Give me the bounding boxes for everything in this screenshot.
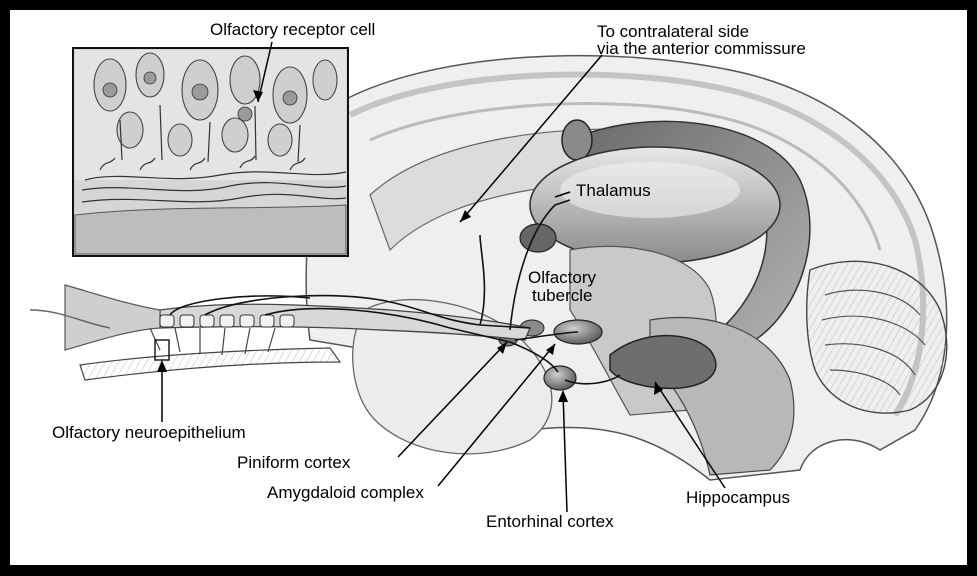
illustration-panel: Olfactory receptor cell To contralateral… [10,10,967,565]
label-olfactory-neuroepithelium: Olfactory neuroepithelium [52,424,246,442]
label-amygdaloid-complex: Amygdaloid complex [267,484,424,502]
cribriform-plate [160,315,294,327]
label-contralateral-line-2: via the anterior commissure [597,40,806,58]
label-hippocampus: Hippocampus [686,489,790,507]
label-entorhinal-cortex: Entorhinal cortex [486,513,614,531]
nasal-mucosa [80,348,340,380]
label-olfactory-tubercle-line-2: tubercle [532,287,592,305]
label-olfactory-receptor-cell: Olfactory receptor cell [210,21,375,39]
label-thalamus: Thalamus [576,182,651,200]
brain-illustration [10,10,967,565]
label-olfactory-tubercle-line-1: Olfactory [528,269,596,287]
label-piniform-cortex: Piniform cortex [237,454,350,472]
nasal-passage [65,285,160,350]
entorhinal-shape [544,366,576,390]
fornix-cross-section [562,120,592,160]
inset-receptor-detail [73,48,348,256]
